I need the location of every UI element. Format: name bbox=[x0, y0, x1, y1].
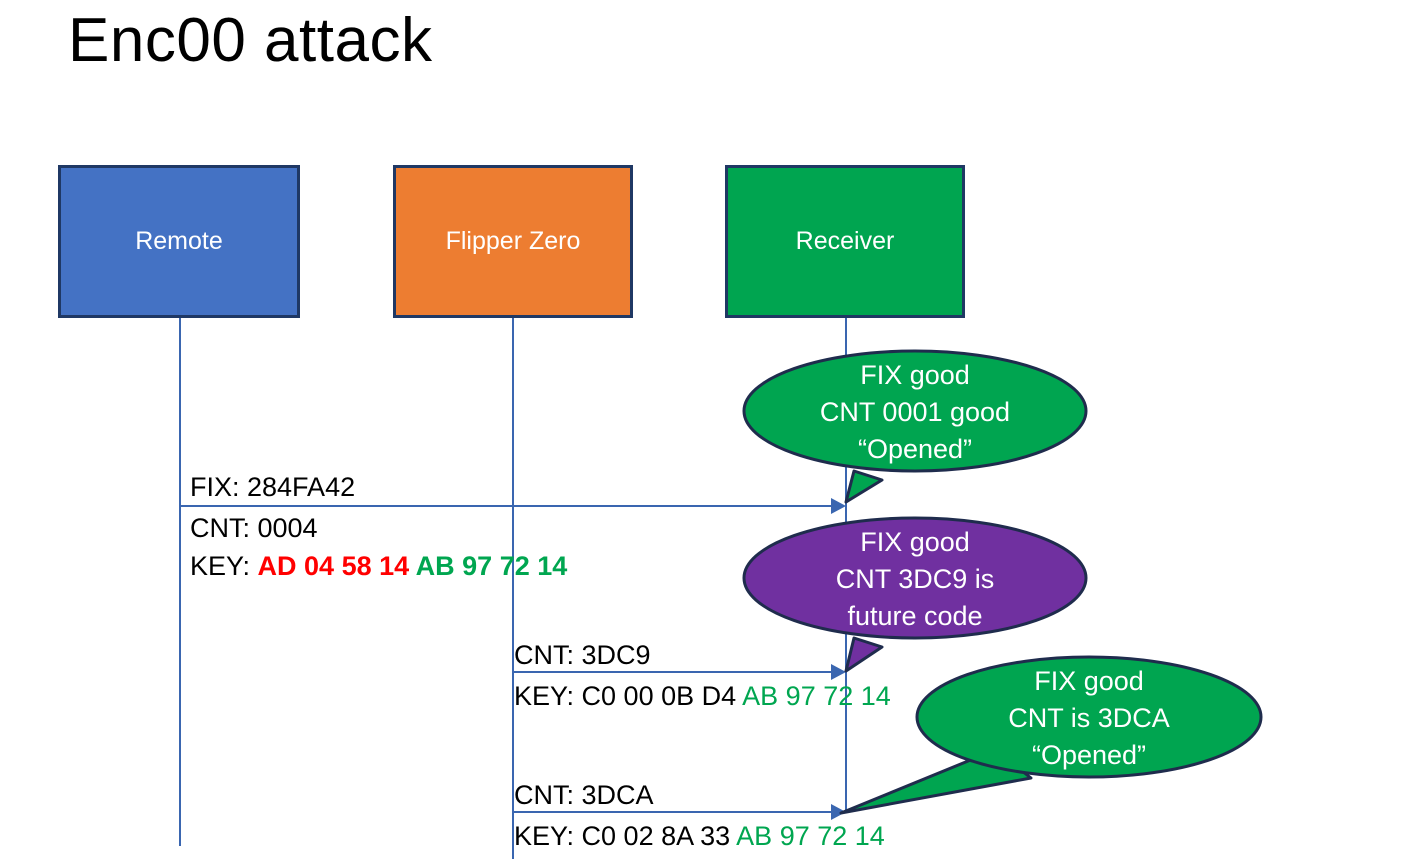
message-3-label-key: KEY: C0 02 8A 33 AB 97 72 14 bbox=[514, 821, 885, 851]
key-seg-1-2: 72 14 bbox=[499, 551, 568, 581]
key-seg-1-0: AD 04 58 14 bbox=[257, 551, 416, 581]
message-3-label-above: CNT: 3DCA bbox=[514, 780, 654, 810]
message-1-label-key: KEY: AD 04 58 14 AB 97 72 14 bbox=[190, 551, 567, 581]
speech-bubble-2[interactable]: FIX good CNT 3DC9 is future code bbox=[742, 516, 1088, 678]
message-arrowhead-1 bbox=[831, 498, 846, 514]
actor-label-remote: Remote bbox=[135, 227, 223, 255]
speech-bubble-3-shape bbox=[839, 655, 1263, 815]
actor-box-remote[interactable]: Remote bbox=[58, 165, 300, 318]
message-line-1 bbox=[180, 505, 832, 507]
actor-box-receiver[interactable]: Receiver bbox=[725, 165, 965, 318]
message-1-label-cnt: CNT: 0004 bbox=[190, 513, 318, 543]
message-arrowhead-3 bbox=[831, 804, 846, 820]
actor-label-flipper-zero: Flipper Zero bbox=[445, 227, 581, 255]
message-line-2 bbox=[513, 671, 832, 673]
lifeline-flipper bbox=[512, 318, 514, 859]
key-prefix-3: KEY: C0 02 8A 33 bbox=[514, 821, 737, 851]
speech-bubble-2-shape bbox=[742, 516, 1088, 673]
page-title: Enc00 attack bbox=[68, 6, 433, 75]
key-prefix-1: KEY: bbox=[190, 551, 258, 581]
key-prefix-2: KEY: C0 00 0B D4 bbox=[514, 681, 743, 711]
speech-bubble-1[interactable]: FIX good CNT 0001 good “Opened” bbox=[742, 349, 1088, 509]
message-2-label-key: KEY: C0 00 0B D4 AB 97 72 14 bbox=[514, 681, 891, 711]
speech-bubble-3[interactable]: FIX good CNT is 3DCA “Opened” bbox=[839, 655, 1263, 817]
key-seg-3-0: AB 97 72 14 bbox=[736, 821, 885, 851]
speech-bubble-1-shape bbox=[742, 349, 1088, 504]
message-1-label-above: FIX: 284FA42 bbox=[190, 472, 356, 502]
key-seg-1-1: AB 97 bbox=[415, 551, 500, 581]
message-2-label-above: CNT: 3DC9 bbox=[514, 640, 651, 670]
message-line-3 bbox=[513, 811, 832, 813]
key-seg-2-0: AB 97 72 14 bbox=[742, 681, 891, 711]
actor-label-receiver: Receiver bbox=[795, 227, 895, 255]
message-arrowhead-2 bbox=[831, 664, 846, 680]
lifeline-remote bbox=[179, 318, 181, 846]
actor-box-flipper-zero[interactable]: Flipper Zero bbox=[393, 165, 633, 318]
